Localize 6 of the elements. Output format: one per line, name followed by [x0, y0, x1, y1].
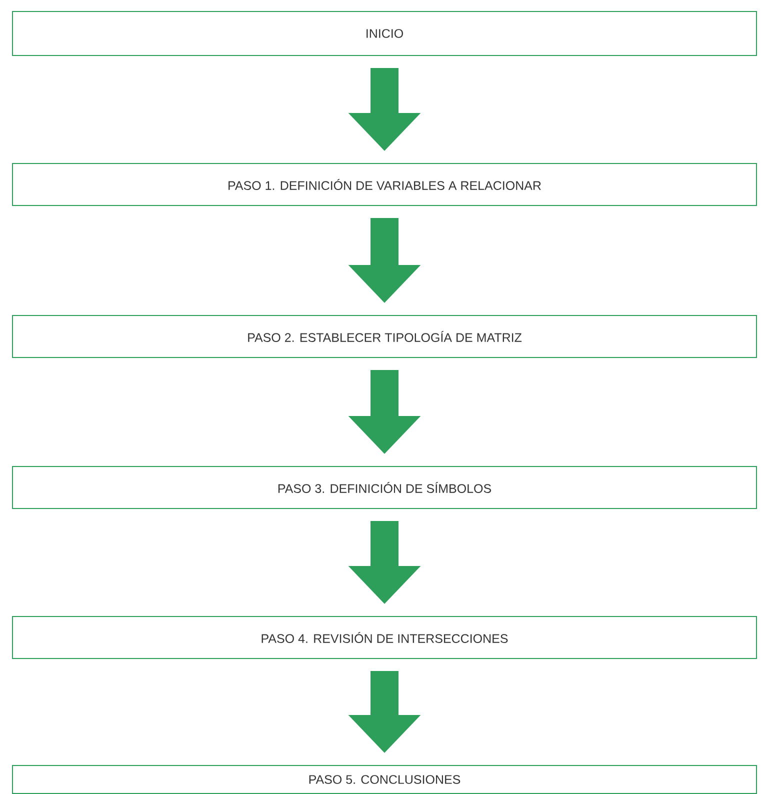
- process-box: PASO 3. DEFINICIÓN DE SÍMBOLOS: [12, 466, 757, 509]
- process-box: PASO 1. DEFINICIÓN DE VARIABLES A RELACIONAR: [12, 163, 757, 206]
- process-box: PASO 5. CONCLUSIONES: [12, 765, 757, 794]
- process-box: PASO 4. REVISIÓN DE INTERSECCIONES: [12, 616, 757, 659]
- process-box: PASO 2. ESTABLECER TIPOLOGÍA DE MATRIZ: [12, 315, 757, 358]
- process-box: INICIO: [12, 11, 757, 56]
